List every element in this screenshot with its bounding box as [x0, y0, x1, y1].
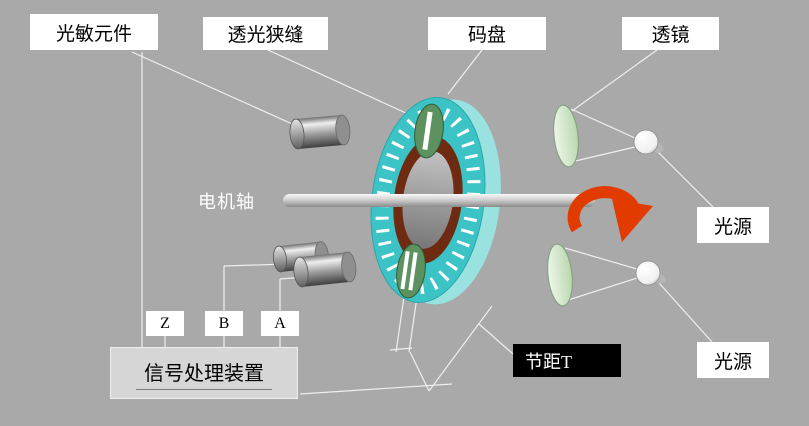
- pitch-radial-1: [428, 305, 493, 392]
- label-motor-shaft: 电机轴: [198, 192, 255, 212]
- channel-a-box: A: [261, 311, 299, 336]
- motor-shaft: [283, 194, 595, 207]
- slit-mask-top-slit: [422, 111, 433, 150]
- pitch-baseline: [299, 383, 453, 395]
- signal-processor-box: 信号处理装置: [110, 347, 298, 399]
- photodetector-bottom-front-cap: [293, 256, 309, 288]
- photodetector-top-front: [335, 114, 351, 146]
- light-source-bottom-bulb: [635, 260, 661, 286]
- leader-light-source-top: [656, 150, 714, 208]
- label-light-source-bottom: 光源: [697, 342, 769, 378]
- photodetector-bottom-front-body: [299, 252, 351, 287]
- rotation-arrow-body: [567, 186, 639, 233]
- channel-b-box: B: [205, 311, 243, 336]
- leader-light-source-bottom: [658, 282, 713, 343]
- lens-top: [553, 104, 579, 168]
- photodetector-bottom-rear-cap: [272, 245, 288, 273]
- label-code-disc: 码盘: [428, 17, 546, 50]
- label-pitch: 节距T: [513, 344, 621, 377]
- light-cone-top-2: [570, 146, 636, 163]
- pitch-extension-1: [395, 296, 405, 353]
- label-lens: 透镜: [622, 17, 719, 50]
- leader-code-disc: [447, 49, 483, 95]
- photodetector-bottom-front-front: [341, 251, 357, 283]
- slit-mask-bottom-slit-1: [400, 251, 410, 290]
- label-light-slit: 透光狭缝: [203, 17, 328, 50]
- photodetector-bottom-front: [293, 251, 357, 288]
- leader-slit: [267, 49, 420, 120]
- leader-lines: [131, 49, 714, 395]
- lens-bottom: [547, 243, 573, 307]
- label-light-source-top: 光源: [697, 207, 769, 243]
- leader-pitch: [478, 323, 514, 355]
- leader-lens: [571, 49, 658, 112]
- light-cone-bottom-2: [564, 277, 638, 302]
- photodetector-top: [289, 114, 351, 150]
- pitch-arrow-line: [389, 347, 413, 351]
- light-cone-bottom-1: [564, 247, 638, 270]
- pitch-extension-2: [408, 296, 418, 353]
- slit-mask-bottom-slit-2: [408, 252, 418, 291]
- channel-z-box: Z: [146, 311, 184, 336]
- light-source-bottom: [635, 260, 666, 286]
- slit-mask-bottom: [396, 243, 426, 299]
- label-photosensor: 光敏元件: [30, 14, 158, 50]
- light-source-top: [633, 129, 664, 155]
- rotation-arrow-head: [612, 199, 653, 242]
- photodetector-top-body: [295, 115, 345, 149]
- photodetector-top-cap: [289, 118, 305, 150]
- rotation-arrow-icon: [567, 186, 653, 242]
- slit-mask-top: [414, 103, 444, 159]
- pitch-radial-2: [409, 351, 430, 392]
- light-cone-top-1: [570, 108, 636, 139]
- light-source-top-bulb: [633, 129, 659, 155]
- leader-photosensor: [131, 51, 300, 128]
- signal-processor-label: 信号处理装置: [136, 357, 272, 390]
